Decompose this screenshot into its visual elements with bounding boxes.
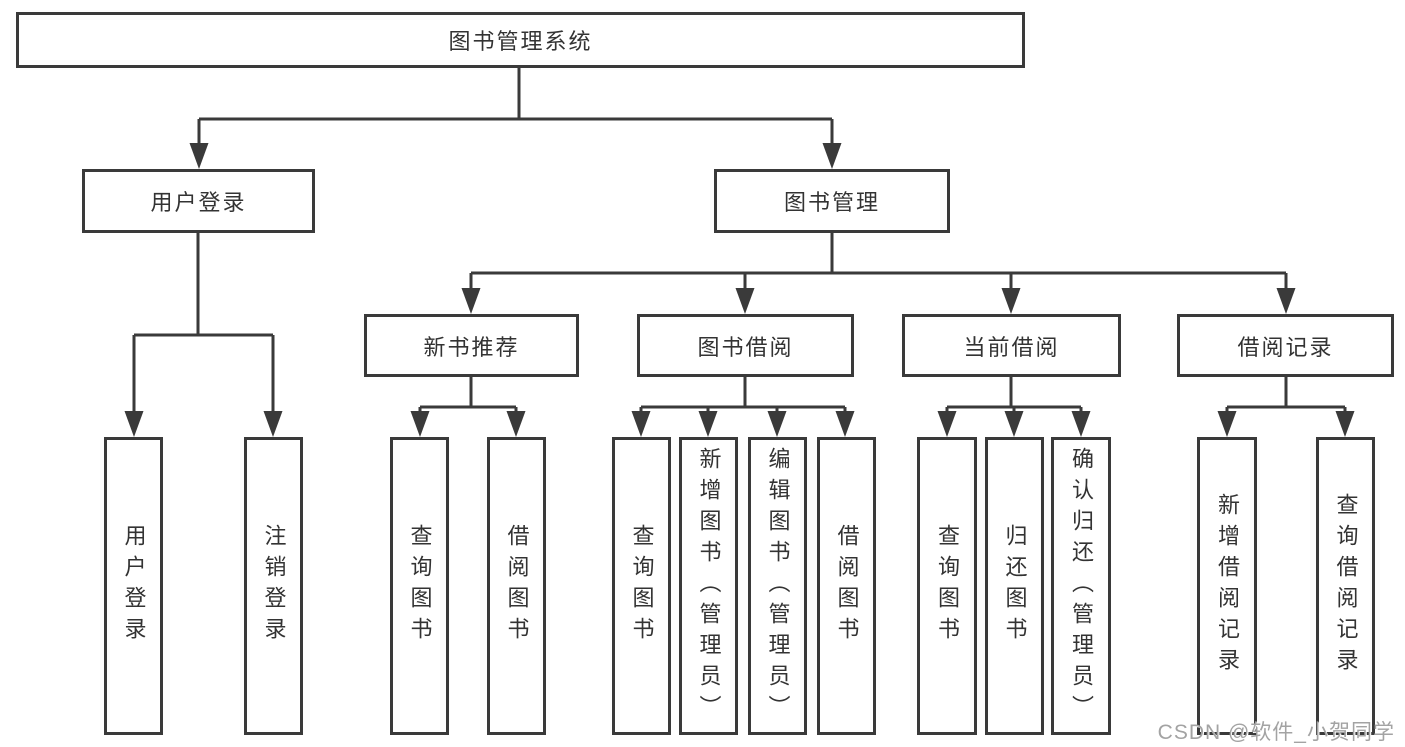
node-label: 查询图书 <box>935 524 960 648</box>
node-label: 归还图书 <box>1002 524 1028 648</box>
node-label: 图书借阅 <box>697 334 794 360</box>
leaf-query-books-recommend: 查询图书 <box>390 437 449 735</box>
node-current-borrowing: 当前借阅 <box>902 314 1121 377</box>
node-label: 新增图书（管理员） <box>696 446 722 726</box>
leaf-edit-book-admin: 编辑图书（管理员） <box>748 437 807 735</box>
leaf-borrow-books-recommend: 借阅图书 <box>487 437 546 735</box>
node-label: 编辑图书（管理员） <box>765 446 791 726</box>
node-borrowing-records: 借阅记录 <box>1177 314 1394 377</box>
node-label: 用户登录 <box>150 190 247 215</box>
leaf-return-books: 归还图书 <box>985 437 1044 735</box>
node-label: 借阅记录 <box>1237 334 1334 360</box>
node-label: 新书推荐 <box>423 334 520 360</box>
leaf-query-books-borrowing: 查询图书 <box>612 437 671 735</box>
node-label: 图书管理 <box>783 190 880 215</box>
node-library-management-system: 图书管理系统 <box>16 12 1025 68</box>
node-label: 借阅图书 <box>834 524 860 648</box>
leaf-add-book-admin: 新增图书（管理员） <box>679 437 738 735</box>
node-label: 用户登录 <box>121 524 147 648</box>
node-label: 当前借阅 <box>963 334 1060 360</box>
node-new-book-recommendation: 新书推荐 <box>364 314 579 377</box>
node-label: 查询图书 <box>629 524 655 648</box>
leaf-logout: 注销登录 <box>244 437 303 735</box>
csdn-watermark: CSDN @软件_小贺同学 <box>1157 721 1395 744</box>
node-label: 图书管理系统 <box>448 29 593 54</box>
leaf-confirm-return-admin: 确认归还（管理员） <box>1051 437 1111 735</box>
leaf-query-borrow-record: 查询借阅记录 <box>1316 437 1375 735</box>
node-book-management: 图书管理 <box>714 169 950 233</box>
leaf-user-login: 用户登录 <box>104 437 163 735</box>
node-book-borrowing: 图书借阅 <box>637 314 854 377</box>
leaf-query-books-current: 查询图书 <box>917 437 977 735</box>
node-user-login: 用户登录 <box>82 169 315 233</box>
node-label: 确认归还（管理员） <box>1069 446 1094 726</box>
node-label: 注销登录 <box>261 524 287 648</box>
leaf-borrow-books-borrowing: 借阅图书 <box>817 437 876 735</box>
node-label: 查询借阅记录 <box>1333 493 1359 679</box>
leaf-add-borrow-record: 新增借阅记录 <box>1197 437 1257 735</box>
node-label: 借阅图书 <box>504 524 530 648</box>
node-label: 新增借阅记录 <box>1215 493 1240 679</box>
node-label: 查询图书 <box>407 524 433 648</box>
